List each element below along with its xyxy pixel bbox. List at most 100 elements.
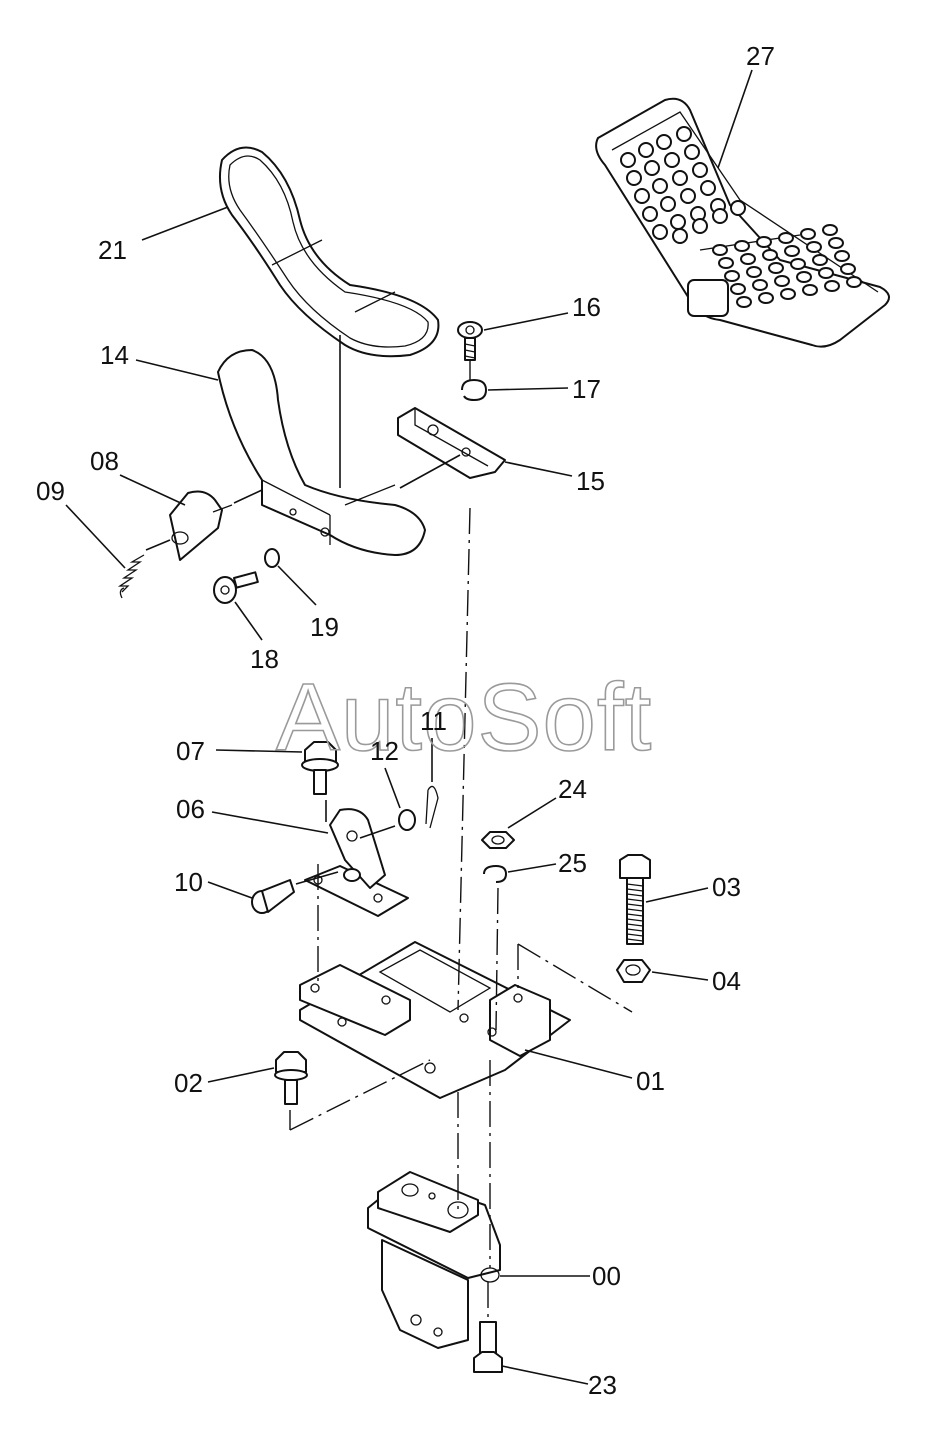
pedal-stud xyxy=(828,237,844,249)
pedal-stud xyxy=(680,188,696,204)
pedal-stud xyxy=(642,206,658,222)
pedal-stud xyxy=(620,152,636,168)
pedal-stud xyxy=(840,263,856,275)
part-11-cotter-pin xyxy=(425,785,439,829)
callout-10: 10 xyxy=(174,867,203,897)
callout-18: 18 xyxy=(250,644,279,674)
pedal-stud xyxy=(758,292,774,304)
pedal-stud xyxy=(812,254,828,266)
pedal-stud xyxy=(730,283,746,295)
callout-labels: 27 21 16 17 14 15 08 09 18 19 11 07 12 2… xyxy=(36,41,775,1400)
pedal-stud xyxy=(784,245,800,257)
bolt-thread-line xyxy=(626,893,644,897)
bolt-thread-line xyxy=(626,938,644,942)
pedal-stud xyxy=(846,276,862,288)
pedal-stud xyxy=(800,228,816,240)
callout-03: 03 xyxy=(712,872,741,902)
pedal-stud xyxy=(634,188,650,204)
pedal-stud xyxy=(672,170,688,186)
callout-27: 27 xyxy=(746,41,775,71)
bolt-thread-line xyxy=(626,918,644,922)
pedal-stud xyxy=(656,134,672,150)
pedal-stud xyxy=(652,178,668,194)
part-00-pedal-valve xyxy=(367,1171,501,1349)
part-03-hex-bolt xyxy=(619,854,651,945)
bolt-thread-line xyxy=(626,923,644,927)
part-18-bolt xyxy=(213,571,259,604)
part-15-bracket xyxy=(397,407,506,479)
callout-23: 23 xyxy=(588,1370,617,1400)
bolt-thread-line xyxy=(626,903,644,907)
part-04-nut xyxy=(616,959,651,983)
pedal-stud xyxy=(718,257,734,269)
pedal-stud xyxy=(692,218,708,234)
pedal-stud xyxy=(712,244,728,256)
pedal-stud xyxy=(774,275,790,287)
callout-06: 06 xyxy=(176,794,205,824)
callout-08: 08 xyxy=(90,446,119,476)
pedal-stud xyxy=(736,296,752,308)
pedal-stud xyxy=(692,162,708,178)
callout-09: 09 xyxy=(36,476,65,506)
part-24-nut xyxy=(481,831,515,849)
part-09-spring xyxy=(117,554,145,599)
part-23-hex-bolt xyxy=(473,1321,503,1373)
callout-00: 00 xyxy=(592,1261,621,1291)
callout-24: 24 xyxy=(558,774,587,804)
pedal-stud xyxy=(652,224,668,240)
part-19-washer xyxy=(264,548,280,568)
callout-04: 04 xyxy=(712,966,741,996)
bolt-thread-line xyxy=(626,883,644,887)
pedal-27-studs xyxy=(620,126,862,308)
pedal-stud xyxy=(730,200,746,216)
part-25-lock-washer xyxy=(483,865,507,883)
part-07-flange-bolt xyxy=(301,741,339,795)
part-17-lock-washer xyxy=(461,379,487,401)
pedal-stud xyxy=(700,180,716,196)
pedal-stud xyxy=(672,228,688,244)
pedal-stud xyxy=(802,284,818,296)
pedal-stud xyxy=(790,258,806,270)
pedal-stud xyxy=(768,262,784,274)
part-02-flange-bolt xyxy=(274,1051,308,1105)
assembly-center-lines xyxy=(289,360,633,1320)
pedal-stud xyxy=(752,279,768,291)
part-06-pedal-bracket xyxy=(304,808,409,917)
bolt-thread-line xyxy=(626,908,644,912)
pedal-stud xyxy=(734,240,750,252)
pedal-stud xyxy=(806,241,822,253)
pedal-stud xyxy=(756,236,772,248)
callout-01: 01 xyxy=(636,1066,665,1096)
pedal-stud xyxy=(822,224,838,236)
part-16-screw xyxy=(457,321,483,361)
pedal-stud xyxy=(638,142,654,158)
pedal-stud xyxy=(664,152,680,168)
bolt-thread-line xyxy=(626,888,644,892)
pedal-stud xyxy=(626,170,642,186)
pedal-stud xyxy=(780,288,796,300)
pedal-stud xyxy=(724,270,740,282)
pedal-stud xyxy=(762,249,778,261)
pedal-stud xyxy=(712,208,728,224)
callout-17: 17 xyxy=(572,374,601,404)
pedal-stud xyxy=(796,271,812,283)
pedal-stud xyxy=(670,214,686,230)
part-01-base-plate xyxy=(299,941,571,1099)
callout-21: 21 xyxy=(98,235,127,265)
callout-11: 11 xyxy=(420,706,447,736)
pedal-stud xyxy=(834,250,850,262)
pedal-stud xyxy=(746,266,762,278)
callout-15: 15 xyxy=(576,466,605,496)
pedal-stud xyxy=(824,280,840,292)
callout-19: 19 xyxy=(310,612,339,642)
pedal-stud xyxy=(644,160,660,176)
pedal-stud xyxy=(778,232,794,244)
part-08-catch xyxy=(169,490,233,561)
watermark: AutoSoft xyxy=(276,664,652,771)
bolt-thread-line xyxy=(626,933,644,937)
bolt-thread-line xyxy=(626,913,644,917)
part-10-pin xyxy=(251,879,295,914)
part-12-washer xyxy=(398,809,416,831)
